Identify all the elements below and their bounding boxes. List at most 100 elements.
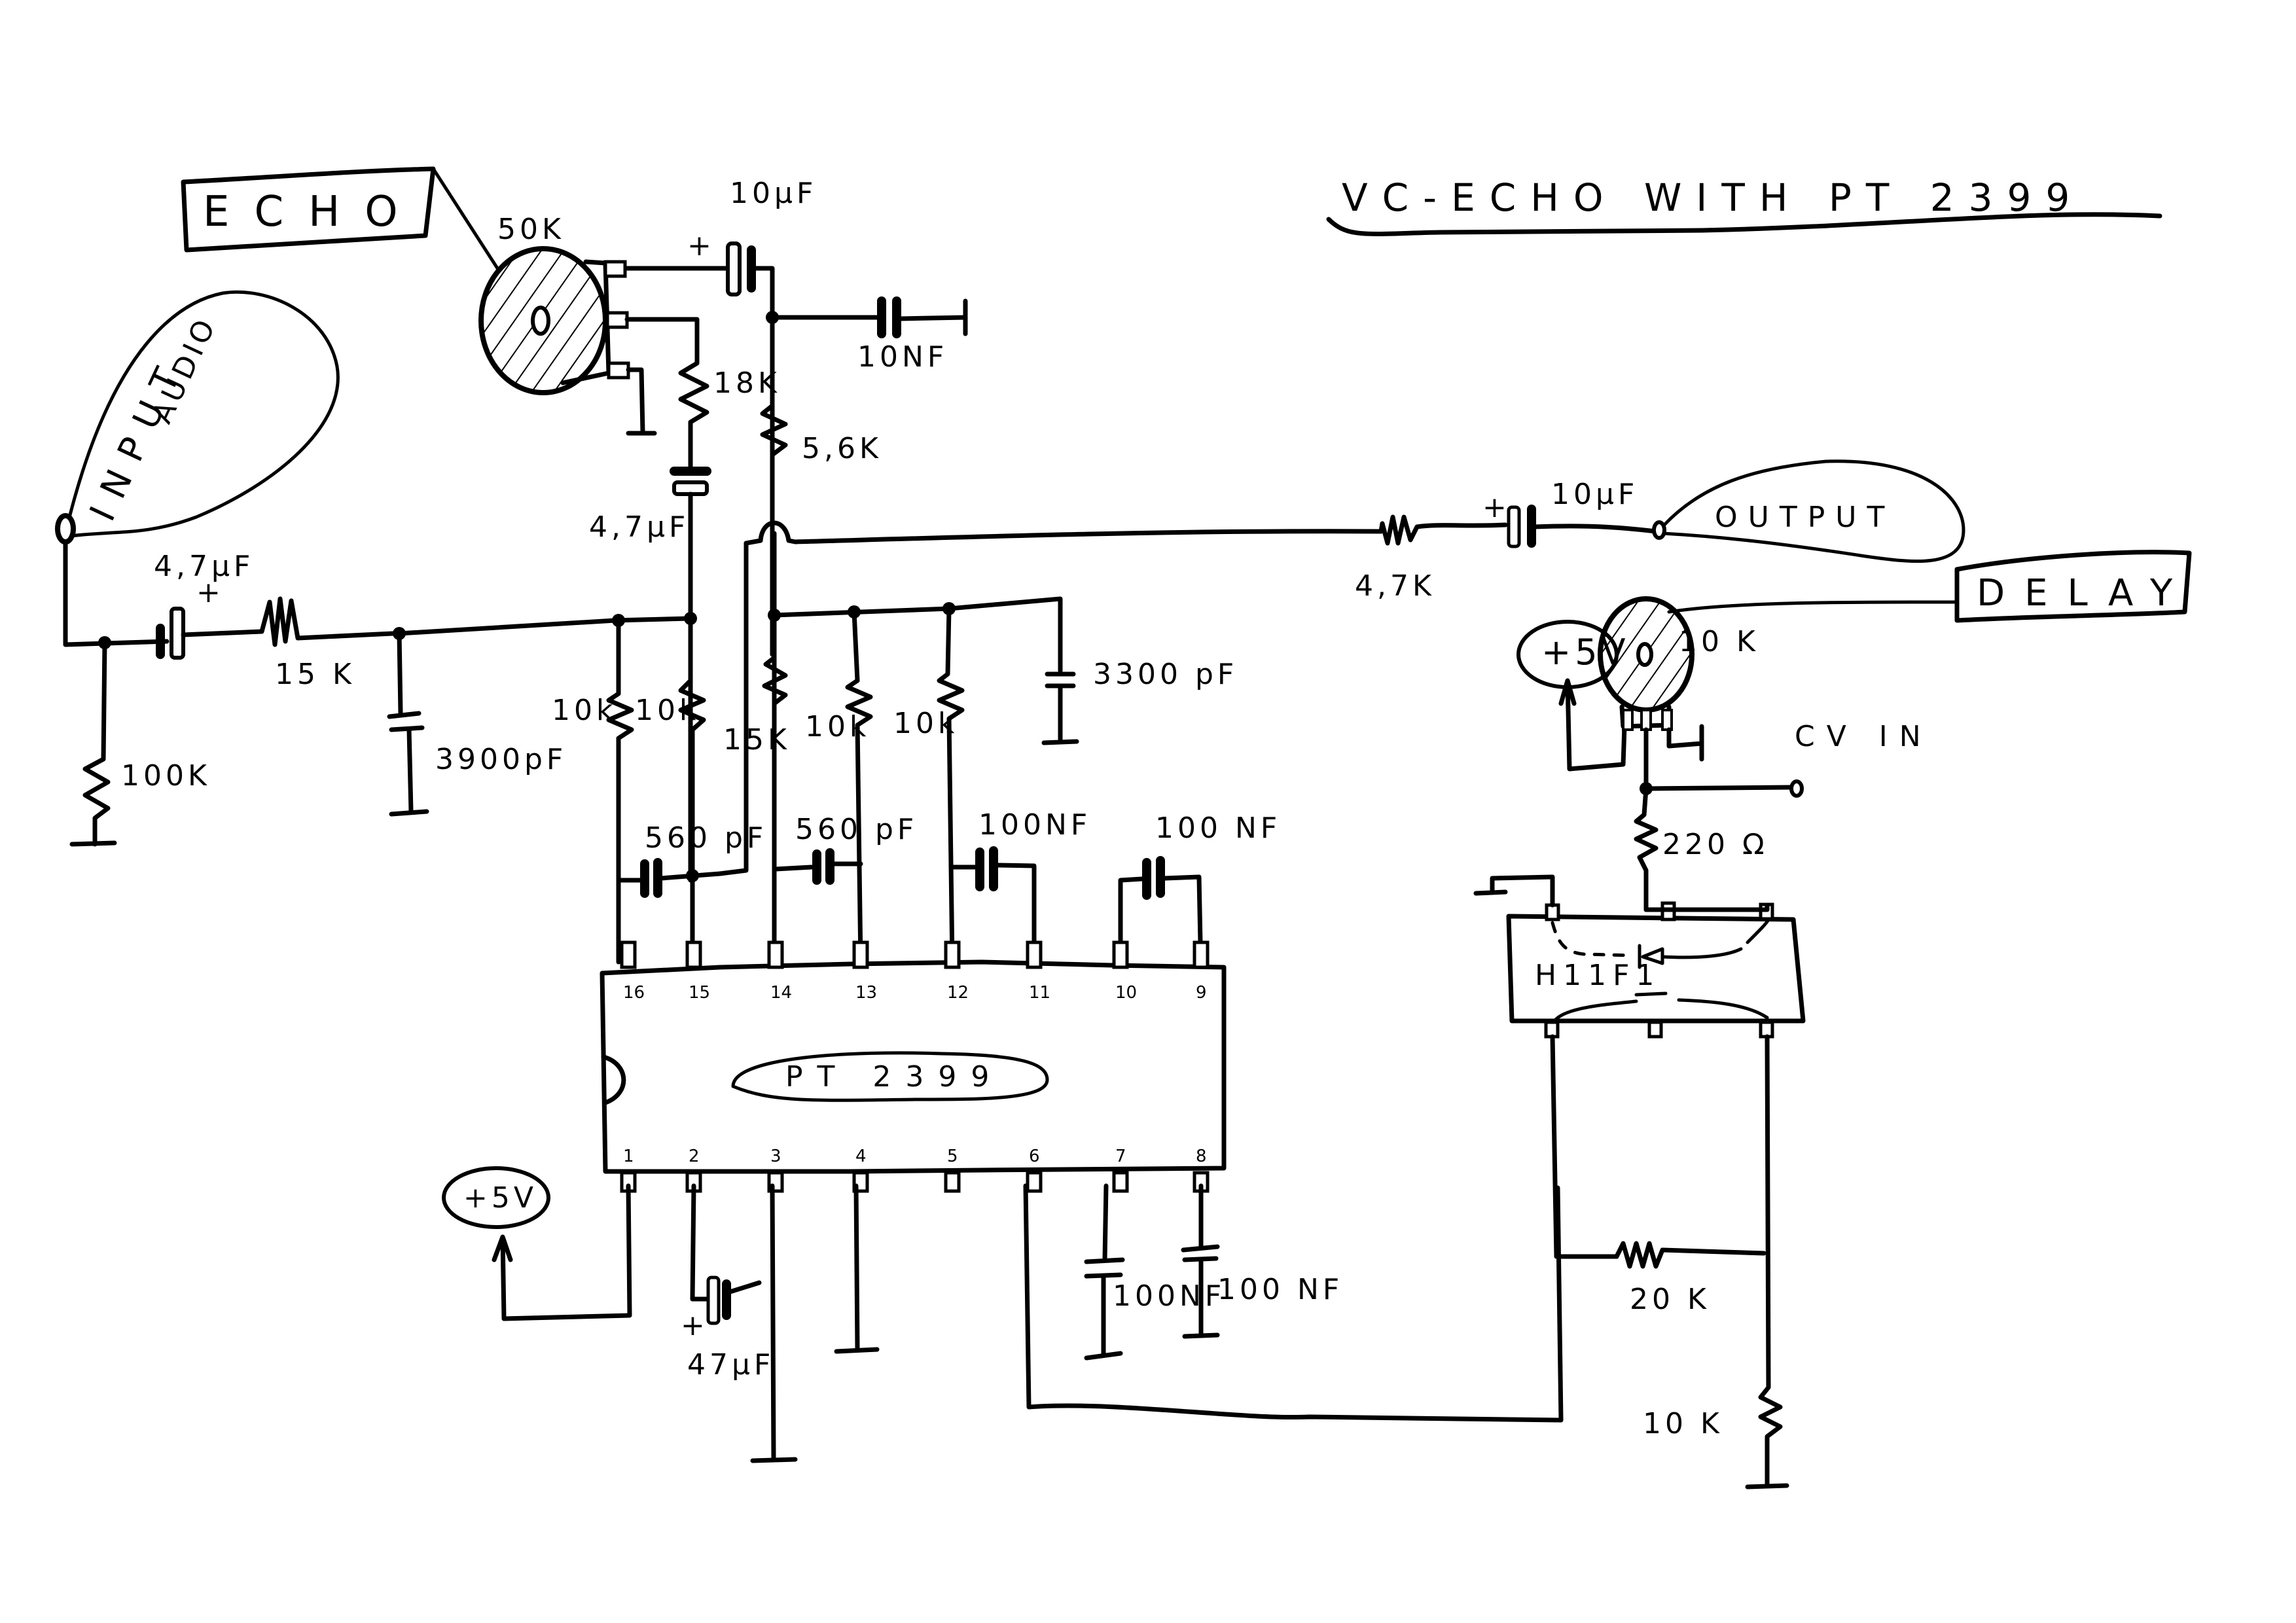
cap-3300pf-label: 3300 pF xyxy=(1093,658,1238,691)
bus-and-cap-3300 xyxy=(772,596,1079,745)
ic-pt2399-label: PT 2399 xyxy=(785,1060,1003,1094)
echo-pot-value: 50K xyxy=(497,213,565,246)
resistor-10k-b-label: 10k xyxy=(635,694,700,727)
ic-h11f1[interactable]: H11F1 xyxy=(1506,901,1806,1039)
cap-out-label: 10µF xyxy=(1551,478,1638,511)
output-port[interactable]: OUTPUT xyxy=(1652,459,1965,563)
ground-10nf-icon xyxy=(897,298,968,336)
cap-560-b-label: 560 pF xyxy=(795,813,918,846)
echo-pot-shaft-icon xyxy=(531,306,550,336)
delay-control-label[interactable]: DELAY xyxy=(1667,550,2192,623)
pt2399-pin-label: 9 xyxy=(1196,983,1207,1003)
resistor-4k7-label: 4,7K xyxy=(1355,569,1435,603)
resistor-15k-b-label: 15K xyxy=(723,723,791,757)
delay-label: DELAY xyxy=(1977,572,2192,615)
pt2399-pin-9 xyxy=(1193,940,1210,969)
pt2399-pin-label: 15 xyxy=(689,983,710,1003)
pt2399-pin-5 xyxy=(944,1171,961,1193)
cap-100n-c-label: 100NF xyxy=(1113,1279,1225,1313)
ic-pt2399-notch xyxy=(601,1054,626,1105)
pt2399-pin-label: 1 xyxy=(623,1147,634,1166)
echo-label: ECHO xyxy=(203,188,423,236)
pt2399-pin-10 xyxy=(1112,940,1129,969)
wire-filter-bus xyxy=(397,616,693,636)
cv-in-jack-icon[interactable] xyxy=(1789,779,1804,798)
pt2399-pin-label: 7 xyxy=(1115,1147,1126,1166)
pt2399-pin-label: 4 xyxy=(855,1147,867,1166)
audio-input-label-bottom: INPUT xyxy=(82,349,194,527)
wire-cap-output xyxy=(1532,524,1659,534)
cap-10uf-echo-pos xyxy=(726,241,742,296)
delay-pot-shaft-icon xyxy=(1636,642,1653,667)
echo-leader-line xyxy=(431,167,499,270)
wire-5v-pot xyxy=(1558,678,1627,772)
cap-100n-d-label: 100 NF xyxy=(1217,1273,1343,1306)
wire-pin2-pin3 xyxy=(690,1183,798,1463)
resistor-15k-in xyxy=(181,596,395,647)
resistor-18k-label: 18K xyxy=(713,366,781,400)
echo-control-label[interactable]: ECHO xyxy=(181,166,499,270)
pt2399-pin-label: 6 xyxy=(1029,1147,1040,1166)
pt2399-pin-label: 8 xyxy=(1196,1147,1207,1166)
output-bubble xyxy=(1660,459,1965,563)
audio-input-port[interactable]: AUDIO INPUT xyxy=(55,290,340,544)
ground-h11f1-icon xyxy=(1473,874,1555,908)
resistor-5k6-label: 5,6K xyxy=(802,432,882,465)
cap-3900pf-label: 3900pF xyxy=(435,743,567,776)
ground-pin4-icon xyxy=(834,1183,880,1354)
pt2399-pin-13 xyxy=(852,940,869,969)
schematic-title: VC-ECHO WITH PT 2399 xyxy=(1326,175,2162,236)
resistor-220-label: 220 Ω xyxy=(1662,828,1768,861)
supply-5v-left-label: +5V xyxy=(463,1181,537,1215)
pt2399-pin-7 xyxy=(1112,1171,1129,1193)
resistor-15k-in-label: 15 K xyxy=(275,658,355,691)
resistor-10k-a xyxy=(606,618,634,965)
cap-10nf-label: 10NF xyxy=(857,340,948,374)
wire-220-to-opto xyxy=(1643,902,1770,912)
ic-h11f1-body xyxy=(1506,914,1806,1024)
pt2399-pin-6 xyxy=(1026,1171,1043,1193)
wire-crossover-output xyxy=(744,520,1384,546)
cv-in-label: CV IN xyxy=(1795,720,1933,753)
wire-pin1-supply xyxy=(492,1183,632,1321)
output-label: OUTPUT xyxy=(1715,501,1895,534)
ic-h11f1-label: H11F1 xyxy=(1535,959,1660,992)
title-underline xyxy=(1326,212,2162,236)
pt2399-pin-12 xyxy=(944,940,961,969)
pt2399-pin-14 xyxy=(767,940,784,969)
cap-4u7-in-label: 4,7µF xyxy=(154,550,254,583)
h11f1-internal-dashed xyxy=(1551,921,1635,957)
resistor-10k-a-label: 10k xyxy=(552,694,617,727)
ground-delay-pot-icon xyxy=(1666,724,1704,762)
delay-leader-line xyxy=(1667,600,1959,614)
delay-label-box xyxy=(1954,550,2192,623)
delay-potentiometer[interactable]: 10 K xyxy=(1598,596,1759,731)
echo-pot-pin-2 xyxy=(605,311,629,329)
junction-dot xyxy=(686,869,699,882)
echo-potentiometer[interactable]: 50K xyxy=(478,213,630,395)
h11f1-led-icon xyxy=(1638,918,1770,969)
resistor-100k xyxy=(69,640,117,847)
cap-47u-plus: + xyxy=(681,1309,709,1342)
cap-47u-pos xyxy=(706,1275,721,1325)
output-jack-icon[interactable] xyxy=(1652,520,1666,540)
resistor-10k-d-label: 10k xyxy=(893,707,958,740)
wire-cap-to-node xyxy=(749,266,775,657)
wire-pin6-opto xyxy=(1023,1183,1564,1423)
audio-input-jack-icon[interactable] xyxy=(55,513,76,544)
cap-100n-d xyxy=(1181,1183,1220,1339)
resistor-4k7 xyxy=(1378,514,1508,546)
echo-label-box xyxy=(181,166,436,253)
wire-100n-a xyxy=(950,863,1037,945)
delay-pot-pin-3 xyxy=(1661,709,1673,731)
cap-100n-b-label: 100 NF xyxy=(1155,812,1281,845)
cap-out-pos xyxy=(1507,505,1521,548)
cap-4u7-fb-label: 4,7µF xyxy=(589,510,689,544)
junction-dot xyxy=(768,609,781,622)
pt2399-pin-label: 14 xyxy=(770,983,792,1003)
cap-100n-a-label: 100NF xyxy=(978,808,1091,842)
pt2399-pin-label: 5 xyxy=(947,1147,958,1166)
cap-4u7-in-plus: + xyxy=(196,576,224,609)
